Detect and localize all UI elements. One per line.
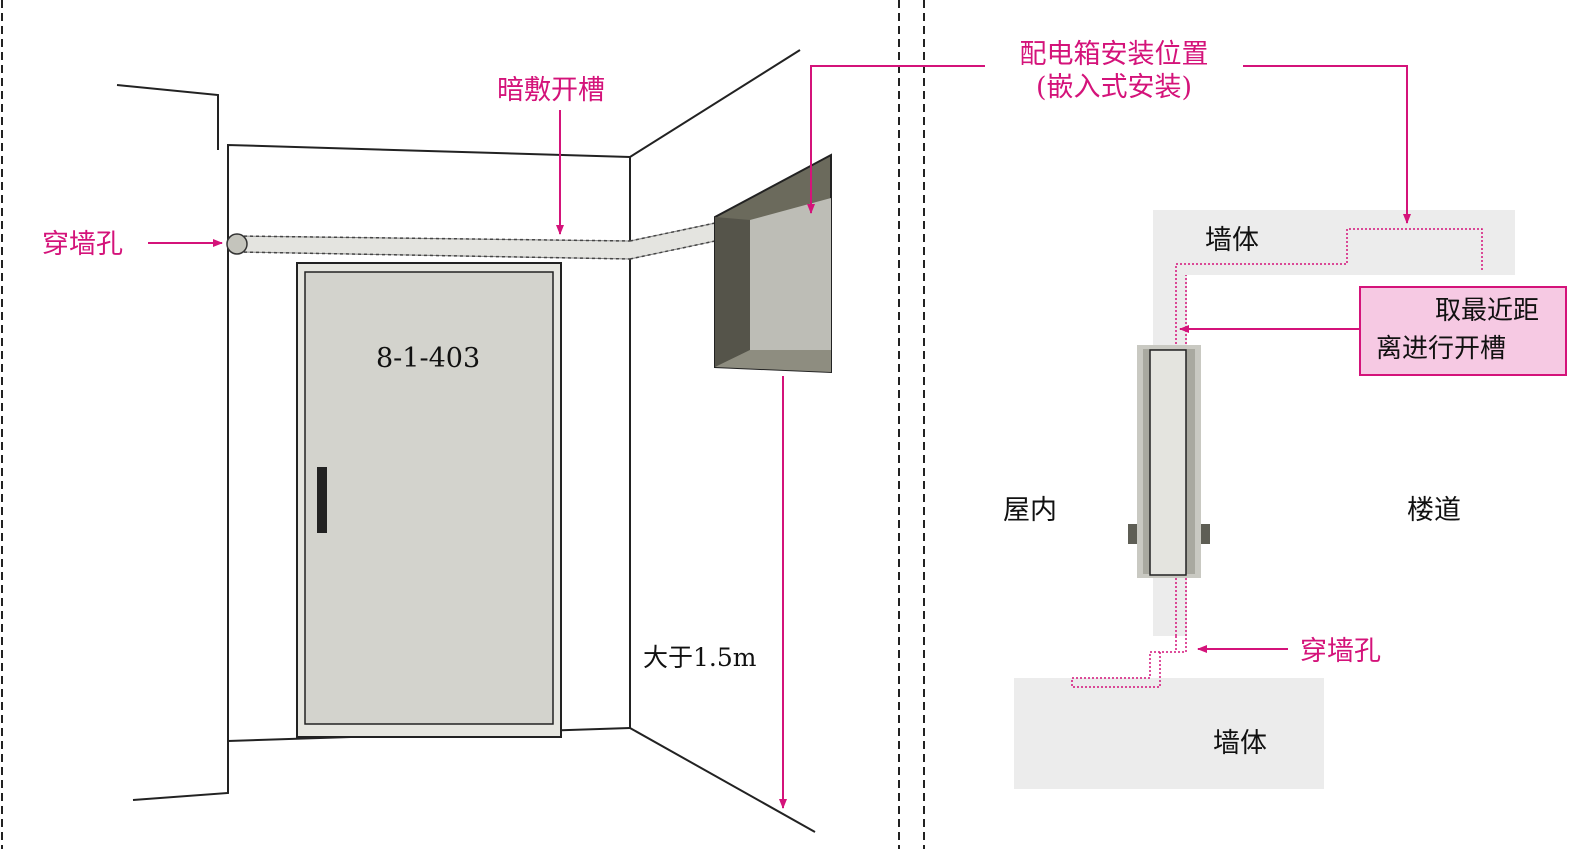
plan-walls — [1014, 210, 1515, 789]
box-location-title: 配电箱安装位置 — [1020, 39, 1209, 70]
corridor-label: 楼道 — [1407, 495, 1461, 526]
panel-dividers — [1, 0, 925, 849]
plan-leaders — [1179, 65, 1411, 653]
entry-door — [296, 262, 562, 738]
distribution-box-recess — [714, 153, 832, 374]
indoor-label: 屋内 — [1003, 495, 1057, 526]
through-hole-label-right: 穿墙孔 — [1300, 636, 1381, 667]
box-location-subtitle: (嵌入式安装) — [1036, 72, 1192, 103]
through-hole-label-left: 穿墙孔 — [42, 229, 123, 260]
door-number: 8-1-403 — [376, 343, 480, 374]
height-label: 大于1.5m — [643, 643, 757, 672]
note-line1: 取最近距 — [1435, 296, 1539, 326]
note-box — [1359, 286, 1567, 376]
plan-door — [1128, 345, 1210, 578]
perspective-leaders — [148, 65, 985, 247]
wall-top-label: 墙体 — [1205, 225, 1259, 256]
wall-bottom-label: 墙体 — [1213, 728, 1267, 759]
concealed-slot — [237, 221, 721, 260]
note-line2: 离进行开槽 — [1376, 334, 1506, 364]
concealed-slot-label: 暗敷开槽 — [497, 75, 605, 106]
wall-hole-marker — [226, 233, 248, 255]
